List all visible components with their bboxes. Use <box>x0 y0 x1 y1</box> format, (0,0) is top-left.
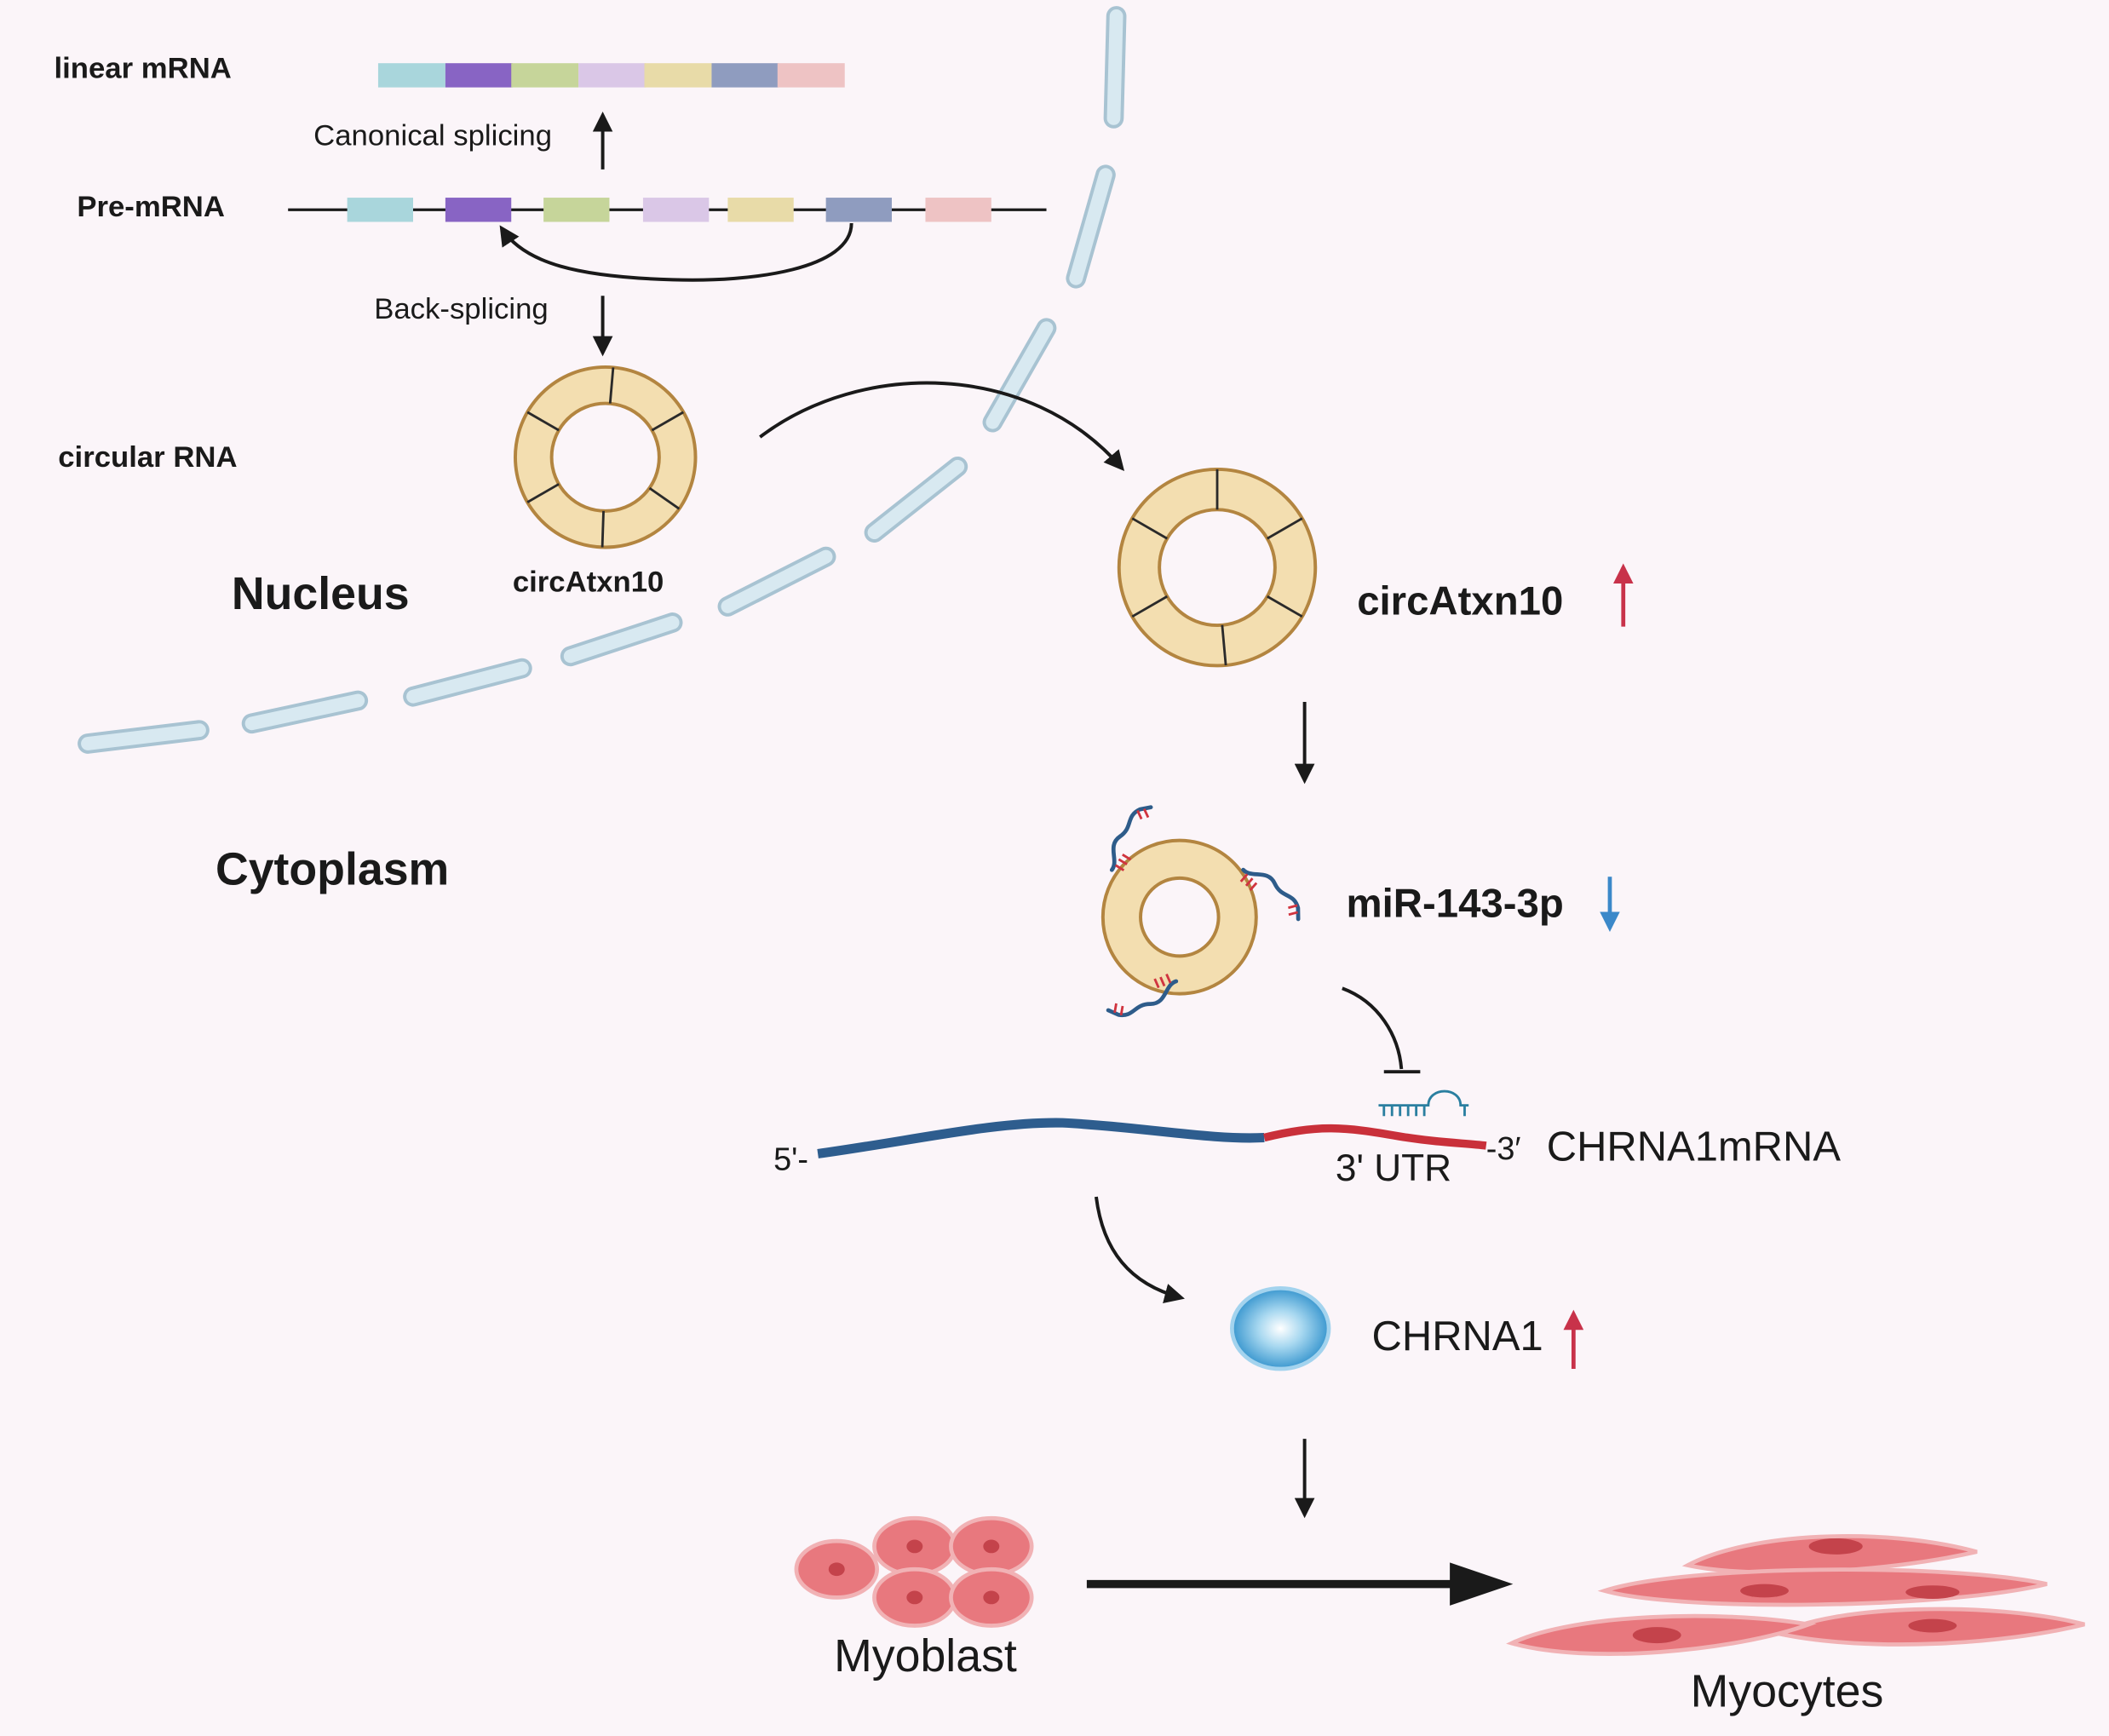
pre-exon-1 <box>347 198 413 222</box>
cell-nucleus <box>1632 1627 1681 1644</box>
cell-nucleus <box>906 1590 923 1605</box>
nuclear-export-arrow <box>759 381 1125 471</box>
mirna-label: miR-143-3p <box>1347 882 1564 927</box>
chrna1-protein-icon <box>1230 1285 1331 1371</box>
cell-nucleus <box>906 1539 923 1554</box>
linear-exon-7 <box>777 63 845 88</box>
ring-divider <box>1131 517 1168 540</box>
ring-inner <box>549 401 661 513</box>
differentiation-arrow <box>1086 1562 1514 1606</box>
mrna-3utr-region <box>1263 1124 1487 1150</box>
mirna-strand <box>1106 973 1179 1018</box>
ring-divider <box>1267 595 1303 618</box>
five-prime-label: 5'- <box>773 1141 808 1177</box>
ring-divider <box>526 483 560 503</box>
myocyte-cell <box>1597 1567 2048 1607</box>
ring-inner <box>1158 508 1277 628</box>
pre-exon-5 <box>727 198 794 222</box>
linear-mrna-label: linear mRNA <box>55 53 232 85</box>
ring-divider <box>1267 517 1303 540</box>
pre-exon-3 <box>543 198 610 222</box>
utr-label: 3' UTR <box>1336 1147 1451 1189</box>
inhibition-curve <box>1342 986 1404 1070</box>
pre-exon-6 <box>825 198 892 222</box>
ring-divider <box>1131 595 1168 618</box>
ring-divider <box>601 510 605 548</box>
pre-exon-2 <box>445 198 512 222</box>
myocyte-cells <box>1506 1534 2085 1656</box>
cell-nucleus <box>983 1539 1000 1554</box>
mrna-coding-region <box>817 1118 1265 1158</box>
circatxn10-cytoplasm-label: circAtxn10 <box>1357 578 1563 624</box>
cell-nucleus <box>983 1590 1000 1605</box>
ring-divider <box>1221 624 1227 666</box>
ring-divider <box>648 486 681 510</box>
back-splicing-label: Back-splicing <box>374 293 549 325</box>
cell-nucleus <box>1740 1584 1789 1598</box>
myoblast-label: Myoblast <box>834 1630 1017 1681</box>
ring-divider <box>651 411 685 432</box>
linear-exon-2 <box>445 63 513 88</box>
circrna-mirna-sponge <box>1100 805 1301 1018</box>
nucleus-label: Nucleus <box>232 568 410 619</box>
linear-exon-5 <box>644 63 712 88</box>
linear-exon-1 <box>377 63 445 88</box>
cell-nucleus <box>828 1562 845 1577</box>
pre-exon-7 <box>925 198 991 222</box>
pre-mrna-strand <box>288 198 1047 222</box>
cell-nucleus <box>1908 1618 1957 1633</box>
ring-divider <box>526 411 560 432</box>
pre-exon-4 <box>642 198 710 222</box>
nuclear-membrane <box>78 6 1127 754</box>
canonical-splicing-label: Canonical splicing <box>313 119 552 152</box>
linear-mrna-exons <box>377 63 845 88</box>
bound-mirna <box>1378 1089 1469 1117</box>
chrna1-label: CHRNA1 <box>1372 1313 1543 1359</box>
cell-nucleus <box>1808 1538 1863 1555</box>
mirna-strand <box>1239 867 1301 922</box>
back-splicing-arc-arrow <box>499 222 853 282</box>
myoblast-cells <box>794 1515 1034 1628</box>
circatxn10-cytoplasm-ring <box>1117 467 1318 668</box>
ring-inner <box>1139 876 1221 958</box>
three-prime-label: -3′ <box>1486 1131 1521 1167</box>
myocytes-label: Myocytes <box>1691 1665 1884 1716</box>
chrna1-mrna-label: CHRNA1mRNA <box>1547 1124 1842 1170</box>
linear-exon-4 <box>578 63 646 88</box>
circatxn10-nucleus-label: circAtxn10 <box>513 566 664 599</box>
cytoplasm-label: Cytoplasm <box>215 844 449 895</box>
ring-divider <box>608 367 615 404</box>
circatxn10-nucleus-ring <box>513 365 698 549</box>
pre-mrna-label: Pre-mRNA <box>77 191 225 223</box>
linear-exon-6 <box>711 63 779 88</box>
cell-nucleus <box>1905 1585 1960 1599</box>
translation-arrow <box>1094 1196 1185 1303</box>
mirna-strand <box>1109 805 1153 872</box>
circular-rna-label: circular RNA <box>58 441 237 474</box>
linear-exon-3 <box>511 63 579 88</box>
